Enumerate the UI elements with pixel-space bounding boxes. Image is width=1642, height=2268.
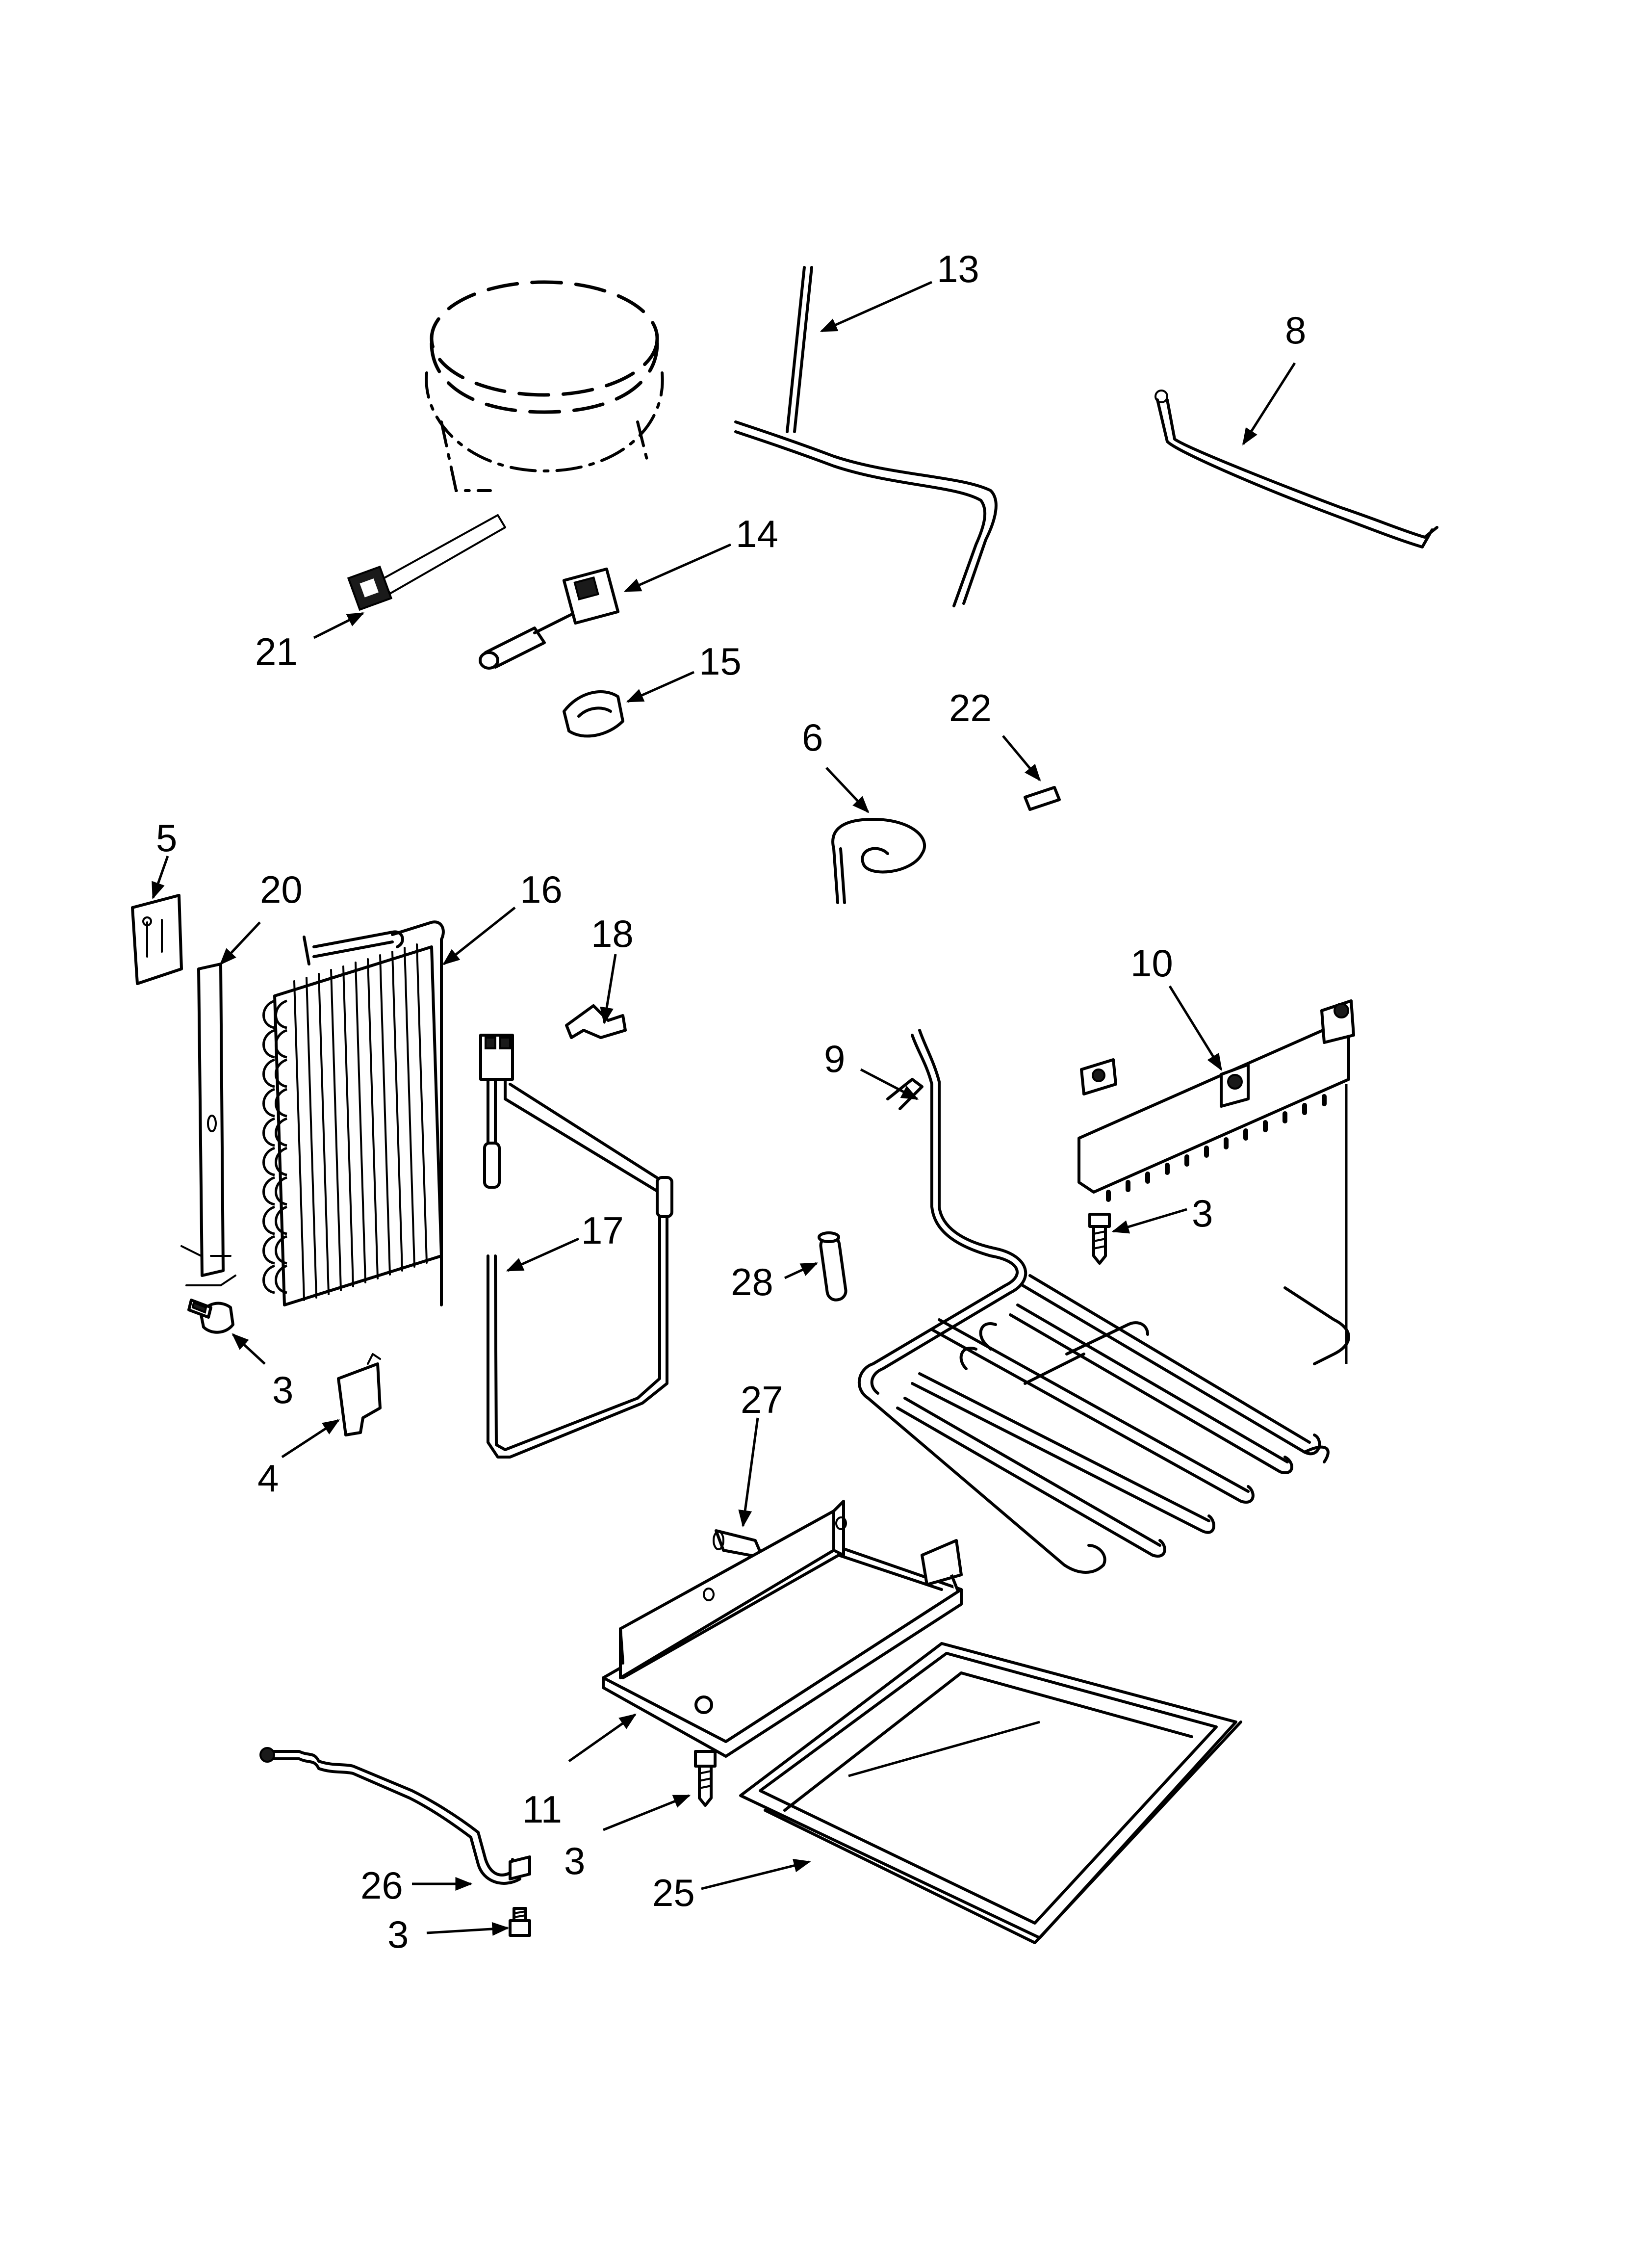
part-10-bracket (1078, 999, 1355, 1364)
callout-25: 25 (652, 1871, 695, 1914)
part-15-clip (563, 690, 624, 738)
callout-8: 8 (1285, 309, 1306, 352)
part-13-tube (734, 266, 998, 607)
part-4-bracket (337, 1353, 382, 1436)
part-21-cable-tie (347, 514, 506, 611)
callout-11: 11 (522, 1788, 562, 1831)
screw-3-bottom (509, 1907, 531, 1937)
part-26-tube (259, 1747, 531, 1885)
callout-9: 9 (824, 1037, 845, 1080)
callout-13: 13 (937, 247, 979, 290)
callout-3-mid: 3 (564, 1839, 585, 1882)
part-9-heater (858, 1029, 1350, 1574)
callout-28: 28 (731, 1260, 773, 1303)
part-18-clip (565, 1004, 627, 1039)
callout-26: 26 (360, 1864, 403, 1907)
callout-labels: 13 8 14 21 15 6 22 5 20 16 18 10 9 3 17 … (156, 247, 1306, 1956)
part-6-tube (831, 818, 926, 904)
part-25-drain-pan (739, 1642, 1242, 1944)
leader-lines (152, 281, 1296, 1936)
part-20-strip (180, 963, 236, 1286)
screw-3-left (187, 1299, 234, 1334)
callout-15: 15 (699, 640, 742, 683)
part-22-clip (1024, 786, 1061, 811)
callout-21: 21 (255, 630, 298, 673)
callout-3-right: 3 (1192, 1192, 1213, 1235)
part-17-harness (479, 1034, 673, 1459)
callout-17: 17 (581, 1209, 624, 1252)
callout-3-left: 3 (272, 1368, 293, 1411)
callout-5: 5 (156, 816, 177, 860)
callout-4: 4 (257, 1457, 279, 1500)
part-8-tube (1155, 390, 1438, 548)
part-11-bracket (602, 1500, 963, 1758)
part-28-tube (818, 1231, 847, 1302)
screw-3-mid (694, 1750, 717, 1807)
callout-18: 18 (591, 912, 634, 955)
callout-10: 10 (1130, 941, 1173, 985)
compressor-outline (425, 280, 664, 492)
callout-6: 6 (802, 716, 823, 759)
part-5-label (131, 894, 183, 985)
screw-3-right (1088, 1213, 1111, 1265)
callout-22: 22 (949, 686, 992, 730)
callout-14: 14 (736, 512, 778, 555)
callout-16: 16 (520, 868, 563, 911)
part-14-sensor (479, 567, 620, 670)
callout-20: 20 (260, 868, 303, 911)
part-16-evaporator (262, 920, 445, 1306)
callout-3-bottom: 3 (387, 1913, 409, 1956)
callout-27: 27 (741, 1378, 783, 1421)
